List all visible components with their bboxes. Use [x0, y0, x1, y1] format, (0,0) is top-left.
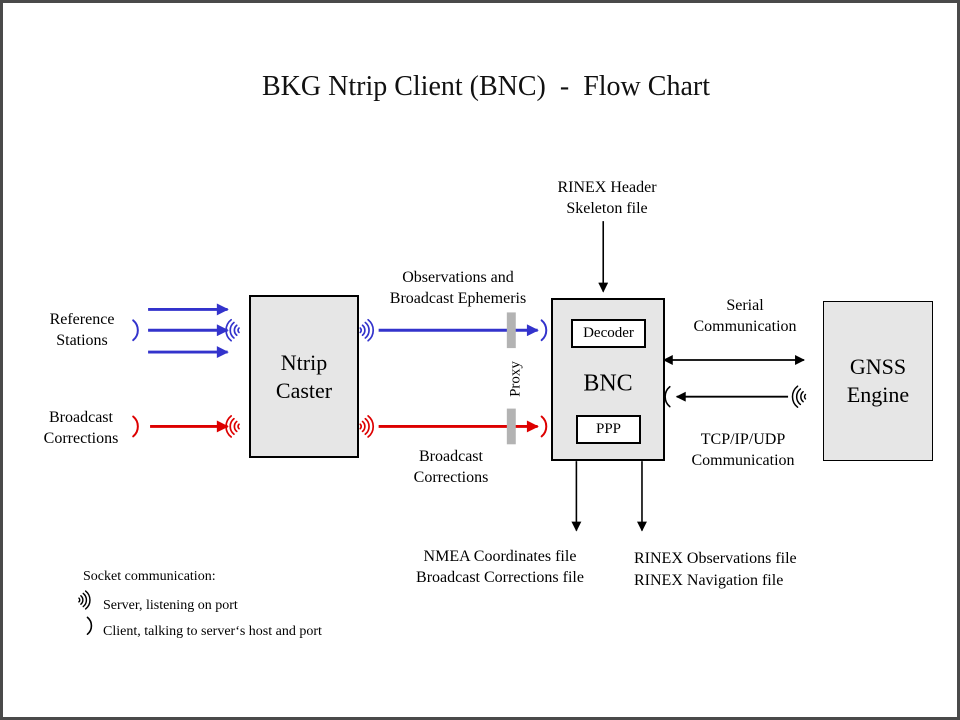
broadcast-corrections-mid-label: Broadcast Corrections: [413, 448, 489, 486]
legend-client-arc-icon: [86, 616, 93, 635]
serial-communication-label: Serial Communication: [693, 297, 797, 335]
client-arc-icon-bnc-tcp: [664, 385, 671, 408]
client-arc-icon-bnc-blue: [540, 319, 548, 342]
tcp-communication-label: TCP/IP/UDP Communication: [691, 431, 795, 469]
server-wave-icon-gnss: [791, 385, 807, 408]
proxy-bar-top: [506, 312, 516, 349]
client-arc-icon-broadcast-corr: [132, 415, 139, 438]
server-wave-icon-caster-out-red: [359, 415, 375, 438]
nmea-files-label: NMEA Coordinates file Broadcast Correcti…: [416, 548, 584, 586]
connector-layer: [78, 221, 807, 635]
observations-ephemeris-label: Observations and Broadcast Ephemeris: [389, 269, 527, 307]
legend-client-text: Client, talking to server‘s host and por…: [103, 624, 322, 639]
page-title: BKG Ntrip Client (BNC) - Flow Chart: [262, 71, 710, 102]
client-arc-icon-ref-stations: [132, 319, 139, 342]
decoder-box: Decoder: [571, 319, 646, 348]
ntrip-caster-node: Ntrip Caster: [249, 295, 359, 458]
gnss-engine-node: GNSS Engine: [823, 301, 933, 461]
proxy-label: Proxy: [507, 361, 524, 397]
client-arc-icon-bnc-red: [540, 415, 548, 438]
broadcast-corrections-left-label: Broadcast Corrections: [43, 409, 119, 447]
server-wave-icon-caster-out-blue: [359, 318, 375, 342]
ppp-box: PPP: [576, 415, 641, 444]
rinex-header-skeleton-label: RINEX Header Skeleton file: [557, 179, 657, 217]
reference-stations-label: Reference Stations: [49, 311, 115, 349]
legend-server-wave-icon: [78, 590, 91, 610]
legend-heading: Socket communication:: [83, 569, 216, 584]
server-wave-icon-caster-in-blue: [225, 318, 240, 342]
bnc-label: BNC: [583, 370, 633, 397]
server-wave-icon-caster-in-red: [225, 415, 240, 438]
rinex-files-label: RINEX Observations file RINEX Navigation…: [634, 550, 797, 589]
legend-server-text: Server, listening on port: [103, 598, 238, 613]
proxy-bar-bottom: [506, 408, 516, 445]
